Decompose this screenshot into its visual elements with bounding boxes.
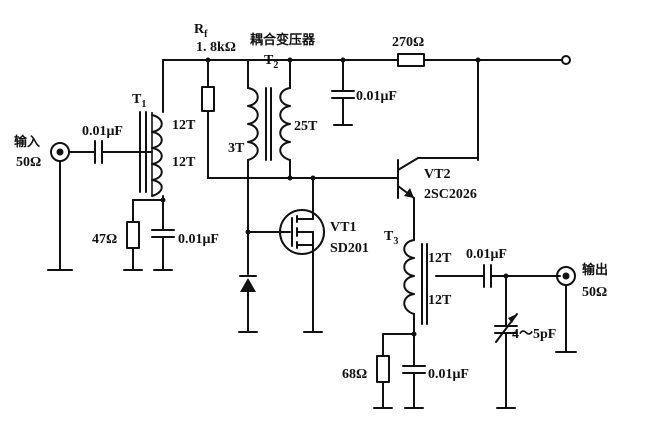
t3-label: T3: [384, 229, 398, 247]
output-impedance-label: 50Ω: [582, 285, 607, 300]
variable-capacitor: [494, 275, 518, 409]
vt1-mosfet: [245, 177, 325, 333]
t3-top-turns: 12T: [428, 251, 452, 266]
vt2-transistor: [287, 157, 479, 241]
rf-value-label: 1. 8kΩ: [196, 40, 236, 55]
input-connector: [47, 142, 73, 271]
vt2-part-label: 2SC2026: [424, 187, 477, 202]
input-capacitor-label: 0.01μF: [82, 124, 123, 139]
input-impedance-label: 50Ω: [16, 155, 41, 170]
variable-capacitor-label: 4～5pF: [512, 327, 556, 342]
r68-label: 68Ω: [342, 367, 367, 382]
input-capacitor: [68, 140, 153, 164]
t1-top-turns: 12T: [172, 118, 196, 133]
t3-bottom-network: [373, 331, 426, 409]
t1-label: T1: [132, 92, 146, 110]
coupling-transformer-label: 耦合变压器: [250, 32, 316, 48]
t3-transformer: [403, 239, 481, 335]
t1-bottom-network: [123, 197, 175, 271]
vt1-label: VT1: [330, 220, 356, 235]
output-capacitor-label: 0.01μF: [466, 247, 507, 262]
t2-transformer: [247, 57, 293, 233]
t2-label: T2: [264, 53, 278, 71]
rf-resistor: [201, 59, 291, 179]
output-capacitor: [479, 264, 561, 288]
t1-bottom-turns: 12T: [172, 155, 196, 170]
r47-label: 47Ω: [92, 232, 117, 247]
vt1-part-label: SD201: [330, 241, 369, 256]
t3-bottom-turns: 12T: [428, 293, 452, 308]
t3-capacitor-label: 0.01μF: [428, 367, 469, 382]
t2-capacitor: [331, 59, 355, 126]
output-label: 输出: [582, 262, 608, 278]
t1-transformer: [139, 59, 164, 201]
rf-label: Rf: [194, 22, 208, 40]
input-label: 输入: [14, 134, 40, 150]
t1-capacitor-label: 0.01μF: [178, 232, 219, 247]
t2-primary-turns: 3T: [228, 141, 245, 156]
t2-capacitor-label: 0.01μF: [356, 89, 397, 104]
t2-secondary-turns: 25T: [294, 119, 318, 134]
r270-label: 270Ω: [392, 35, 424, 50]
diode: [238, 231, 258, 333]
output-connector: [555, 266, 577, 353]
vt2-label: VT2: [424, 167, 450, 182]
r270-resistor: [397, 53, 571, 161]
top-rail: [162, 57, 399, 63]
